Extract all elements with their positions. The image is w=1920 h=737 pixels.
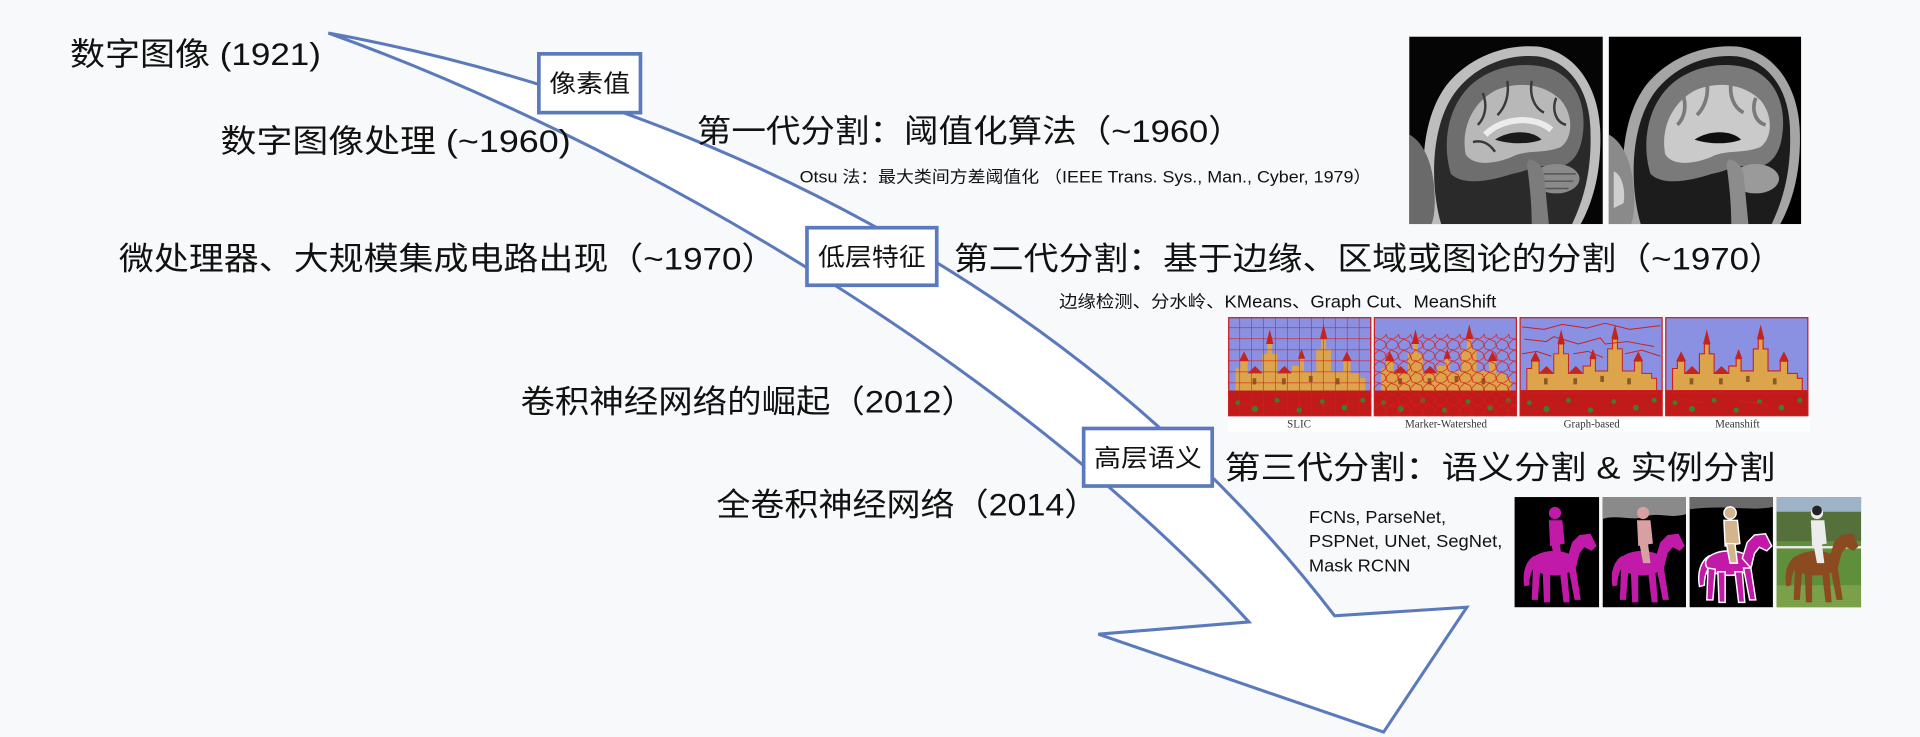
- generation-1-detail: Otsu 法：最大类间方差阈值化 （IEEE Trans. Sys., Man.…: [800, 167, 1372, 186]
- image-border: [1373, 317, 1518, 417]
- brainstem: [1726, 159, 1749, 225]
- ventricle: [1694, 132, 1742, 144]
- caption-graph-based: Graph-based: [1564, 418, 1621, 430]
- castle-slic-result: [1228, 317, 1372, 417]
- horse-segmentation-mask: [1514, 497, 1600, 608]
- milestone-cnn-rise: 卷积神经网络的崛起（2012）: [520, 384, 975, 420]
- corpus-callosum: [1483, 117, 1554, 137]
- sky: [1776, 497, 1862, 512]
- face: [1409, 134, 1435, 225]
- caption-slic: SLIC: [1287, 418, 1311, 430]
- graph-segment-boundaries: [1519, 322, 1663, 392]
- generation-2-detail: 边缘检测、分水岭、KMeans、Graph Cut、MeanShift: [1059, 291, 1496, 311]
- generation-3-methods-line: PSPNet, UNet, SegNet,: [1309, 531, 1502, 551]
- superpixel-grid: [1228, 317, 1372, 417]
- feature-level-label: 低层特征: [818, 244, 926, 272]
- watershed-regions: [1373, 334, 1518, 417]
- castle-watershed-result: [1373, 317, 1518, 417]
- feature-level-box: [1081, 426, 1215, 488]
- face-tissue: [1613, 171, 1625, 209]
- feature-level-label: 高层语义: [1094, 444, 1202, 472]
- caption-strip: [1228, 416, 1810, 433]
- feature-level-pixel: 像素值: [537, 52, 643, 115]
- caption-meanshift: Meanshift: [1715, 418, 1760, 430]
- generation-3-methods-line: FCNs, ParseNet,: [1309, 507, 1446, 527]
- generation-3-title: 第三代分割：语义分割 & 实例分割: [1224, 450, 1775, 486]
- ventricle: [1494, 132, 1542, 144]
- generation-1-title: 第一代分割：阈值化算法（~1960）: [697, 113, 1243, 149]
- generation-3-methods-line: Mask RCNN: [1309, 556, 1411, 576]
- background-object-region: [1689, 497, 1773, 510]
- feature-level-high: 高层语义: [1081, 426, 1215, 488]
- castle-photo: [1665, 317, 1808, 416]
- milestone-fcn: 全卷积神经网络（2014）: [716, 486, 1098, 522]
- image-border: [1228, 317, 1372, 417]
- horse-original-photo: [1776, 497, 1862, 608]
- castle-graph-based-result: [1519, 317, 1663, 417]
- white-matter: [1664, 84, 1770, 163]
- rider-helmet: [1812, 505, 1822, 516]
- feature-level-label: 像素值: [549, 70, 630, 98]
- feature-level-low: 低层特征: [805, 225, 939, 288]
- sulci: [1472, 80, 1567, 153]
- brainstem: [1526, 159, 1549, 225]
- horse-instance-result: [1689, 497, 1773, 608]
- generation-2-title: 第二代分割：基于边缘、区域或图论的分割（~1970）: [954, 240, 1784, 276]
- ground: [1776, 585, 1862, 608]
- castle-meanshift-result: [1665, 317, 1809, 417]
- mri-original-image: [1409, 36, 1603, 225]
- horse-semantic-result: [1602, 497, 1686, 608]
- feature-level-box: [537, 52, 643, 115]
- timeline-arrow: [327, 31, 1470, 734]
- sulci: [1676, 80, 1767, 127]
- white-matter: [1464, 84, 1571, 163]
- meanshift-boundaries: [1665, 390, 1809, 406]
- caption-marker-watershed: Marker-Watershed: [1405, 418, 1487, 430]
- milestone-microprocessor-vlsi: 微处理器、大规模集成电路出现（~1970）: [119, 240, 776, 276]
- milestone-digital-image: 数字图像 (1921): [70, 36, 321, 72]
- image-border: [1519, 317, 1663, 417]
- milestone-digital-image-processing: 数字图像处理 (~1960): [221, 123, 571, 159]
- feature-level-box: [805, 225, 939, 288]
- image-border: [1665, 317, 1809, 417]
- castle-photo: [1519, 317, 1662, 416]
- mri-threshold-result-image: [1608, 36, 1802, 225]
